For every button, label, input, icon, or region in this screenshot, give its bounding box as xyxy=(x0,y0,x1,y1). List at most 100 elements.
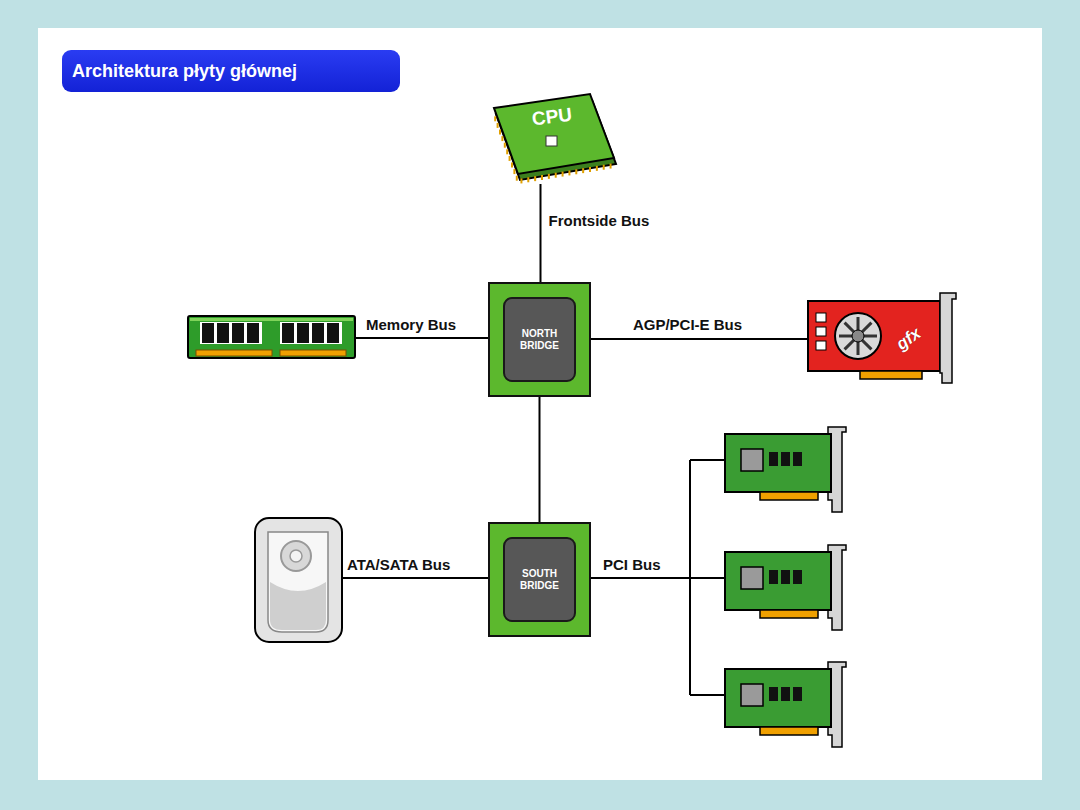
chip-pin xyxy=(575,169,577,174)
bus-line xyxy=(342,577,488,579)
bus-connector xyxy=(539,397,541,522)
hard-disk xyxy=(270,582,326,630)
bus-label: Frontside Bus xyxy=(547,212,652,230)
bus-label: PCI Bus xyxy=(601,556,663,574)
chip-pin xyxy=(527,177,529,182)
pci-card xyxy=(793,687,802,701)
chip-pin xyxy=(506,149,508,154)
pci-card xyxy=(725,662,846,747)
ram-module xyxy=(196,350,272,356)
bus-line xyxy=(355,337,488,339)
card-port xyxy=(816,313,826,322)
chip-pin xyxy=(610,164,612,169)
card-port xyxy=(816,341,826,350)
bus-label: AGP/PCI-E Bus xyxy=(631,316,744,334)
chip-pin xyxy=(494,116,496,121)
bus-line xyxy=(587,577,690,579)
card-port xyxy=(816,327,826,336)
pci-card xyxy=(725,552,831,610)
chip-pin xyxy=(520,178,522,183)
card-contacts xyxy=(860,371,922,379)
hard-disk xyxy=(255,518,342,642)
gfx-outline xyxy=(808,293,956,385)
hard-disk xyxy=(281,541,311,571)
ram-module xyxy=(312,323,324,343)
ram-module xyxy=(217,323,229,343)
cpu-outline xyxy=(490,90,618,184)
chip-pin xyxy=(603,165,605,170)
pci-card xyxy=(725,427,846,512)
chip-pin xyxy=(497,123,499,128)
ram-module xyxy=(297,323,309,343)
pci-card xyxy=(793,452,802,466)
graphics-card: gfx xyxy=(808,293,956,385)
ram-module xyxy=(188,316,355,358)
hard-disk xyxy=(268,532,328,632)
north-bridge-chip: NORTH BRIDGE xyxy=(488,282,591,397)
card-body xyxy=(808,301,940,371)
card-bracket xyxy=(940,293,956,383)
bus-connector xyxy=(591,338,808,340)
bus-label: Memory Bus xyxy=(364,316,458,334)
chip-pin xyxy=(582,168,584,173)
chip-die xyxy=(546,136,557,146)
pci-card xyxy=(741,567,763,589)
pci-card xyxy=(769,570,778,584)
pci-card xyxy=(725,434,831,492)
bus-line xyxy=(690,459,725,461)
chip-core: NORTH BRIDGE xyxy=(503,297,576,382)
pci-card xyxy=(769,687,778,701)
ram-module xyxy=(327,323,339,343)
chip-label: SOUTH BRIDGE xyxy=(505,568,574,592)
chip-pin xyxy=(499,130,501,135)
ram-module xyxy=(280,350,346,356)
chip-pin xyxy=(501,136,503,141)
bus-line xyxy=(690,577,725,579)
ram-module xyxy=(200,322,262,344)
chip-pin xyxy=(511,163,513,168)
chip-pin xyxy=(568,170,570,175)
chip-pin xyxy=(534,176,536,181)
chip-label: NORTH BRIDGE xyxy=(505,328,574,352)
pci-card xyxy=(769,452,778,466)
bus-label: ATA/SATA Bus xyxy=(345,556,452,574)
title-banner: Architektura płyty głównej xyxy=(62,50,400,92)
ram-module xyxy=(188,316,355,358)
pci-card xyxy=(725,669,831,727)
ram-module xyxy=(280,322,342,344)
cpu-chip: CPU xyxy=(490,90,618,184)
bus-line xyxy=(690,694,725,696)
pci-card xyxy=(741,684,763,706)
pci-card xyxy=(760,727,818,735)
pci-card xyxy=(793,570,802,584)
ram-module xyxy=(232,323,244,343)
pci-card xyxy=(781,687,790,701)
pci-card xyxy=(741,449,763,471)
hard-disk xyxy=(255,518,342,642)
chip-core: SOUTH BRIDGE xyxy=(503,537,576,622)
chip-pin xyxy=(516,176,518,181)
chip-top xyxy=(494,94,614,174)
hard-disk xyxy=(290,550,302,562)
pci-card xyxy=(725,545,846,630)
chip-pin xyxy=(562,172,564,177)
bus-connector xyxy=(540,184,542,282)
chip-pin xyxy=(513,169,515,174)
card-fan xyxy=(835,313,881,359)
pci-card xyxy=(781,452,790,466)
chip-pin xyxy=(555,173,557,178)
ram-module xyxy=(190,318,353,321)
ram-module xyxy=(202,323,214,343)
pci-card xyxy=(781,570,790,584)
chip-pin xyxy=(596,166,598,171)
chip-pin xyxy=(541,175,543,180)
pci-card xyxy=(760,492,818,500)
chip-pin xyxy=(504,143,506,148)
chip-pin xyxy=(548,174,550,179)
ram-module xyxy=(282,323,294,343)
ram-module xyxy=(247,323,259,343)
fan-hub xyxy=(852,330,864,342)
pci-card xyxy=(760,610,818,618)
